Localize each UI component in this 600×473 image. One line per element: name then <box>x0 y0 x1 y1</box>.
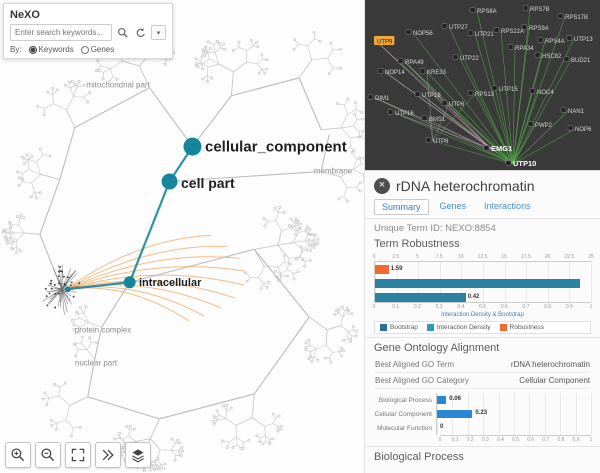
svg-text:NOP14: NOP14 <box>385 70 405 76</box>
search-icon[interactable] <box>115 25 130 40</box>
layers-icon <box>132 449 144 463</box>
robustness-bar-robustness: 1.59 <box>375 265 402 274</box>
term-title: rDNA heterochromatin <box>396 178 535 194</box>
search-mode-genes[interactable]: Genes <box>80 45 114 54</box>
svg-text:UTP9: UTP9 <box>377 40 393 46</box>
search-mode-keywords[interactable]: Keywords <box>28 45 74 54</box>
svg-text:RPA34: RPA34 <box>515 46 534 52</box>
search-mode-row: By: Keywords Genes <box>10 45 166 54</box>
tab-genes[interactable]: Genes <box>439 201 467 211</box>
svg-text:RPS13: RPS13 <box>475 92 495 98</box>
divider <box>365 337 600 338</box>
svg-text:UTP16: UTP16 <box>395 111 414 117</box>
svg-text:RPS9A: RPS9A <box>529 26 549 32</box>
svg-text:DIM1: DIM1 <box>375 96 390 102</box>
svg-text:UTP8: UTP8 <box>433 139 449 145</box>
svg-text:RPS22A: RPS22A <box>501 29 524 35</box>
search-panel: NeXO ▾ By: Keywords Genes <box>3 3 173 59</box>
svg-text:BUD21: BUD21 <box>571 58 591 64</box>
svg-text:UTP22: UTP22 <box>460 56 479 62</box>
tree-toolbar <box>5 442 151 468</box>
svg-text:NOP6: NOP6 <box>575 127 592 133</box>
search-input[interactable] <box>10 24 112 41</box>
tab-interactions[interactable]: Interactions <box>484 201 531 211</box>
svg-text:NOC4: NOC4 <box>537 90 554 96</box>
svg-text:NOP56: NOP56 <box>413 31 433 37</box>
svg-text:UTP10: UTP10 <box>513 159 536 168</box>
tab-summary[interactable]: Summary <box>374 199 429 215</box>
robustness-bar-interaction-density: 0.42 <box>375 293 479 302</box>
divider <box>365 446 600 447</box>
svg-text:UTP15: UTP15 <box>499 87 518 93</box>
svg-text:RPS17B: RPS17B <box>565 15 588 21</box>
bp-section-title: Biological Process <box>374 451 464 463</box>
app-title: NeXO <box>10 9 40 21</box>
fit-to-screen-button[interactable] <box>65 442 91 468</box>
by-label: By: <box>10 45 22 54</box>
bottom-axis-label: Interaction Density & Bootstrap <box>441 312 524 318</box>
svg-text:EMG1: EMG1 <box>491 144 512 153</box>
detail-tabs: Summary Genes Interactions <box>374 199 591 215</box>
ontology-tree-canvas[interactable] <box>0 0 364 472</box>
go-score-bar <box>437 410 473 418</box>
svg-text:UTP13: UTP13 <box>574 37 593 43</box>
svg-text:UTP6: UTP6 <box>449 102 465 108</box>
zoom-out-icon <box>41 448 55 462</box>
zoom-out-button[interactable] <box>35 442 61 468</box>
refresh-icon[interactable] <box>133 25 148 40</box>
svg-text:RPS8A: RPS8A <box>477 9 497 15</box>
svg-text:UTP18: UTP18 <box>422 93 441 99</box>
expand-layout-icon <box>102 449 114 461</box>
svg-text:BMS1: BMS1 <box>429 117 446 123</box>
term-id: Unique Term ID: NEXO:8854 <box>374 223 496 234</box>
svg-text:PWP2: PWP2 <box>535 123 553 129</box>
svg-text:KRE33: KRE33 <box>427 70 447 76</box>
robustness-bar-bootstrap <box>375 279 581 288</box>
fit-to-screen-icon <box>71 448 85 462</box>
go-section-title: Gene Ontology Alignment <box>374 342 500 354</box>
dropdown-caret-icon[interactable]: ▾ <box>151 25 166 40</box>
expand-layout-button[interactable] <box>95 442 121 468</box>
go-score-bar <box>437 396 447 404</box>
svg-text:RPS4A: RPS4A <box>545 39 565 45</box>
close-icon[interactable]: × <box>374 178 390 194</box>
svg-text:HSC82: HSC82 <box>542 54 562 60</box>
svg-text:NAN1: NAN1 <box>568 109 585 115</box>
svg-text:RPA49: RPA49 <box>405 60 424 66</box>
svg-text:UTP21: UTP21 <box>475 32 494 38</box>
layers-button[interactable] <box>125 442 151 468</box>
svg-text:RPS7B: RPS7B <box>530 7 550 13</box>
zoom-in-button[interactable] <box>5 442 31 468</box>
svg-text:UTP27: UTP27 <box>449 25 468 31</box>
divider <box>365 218 600 219</box>
zoom-in-icon <box>11 448 25 462</box>
robustness-section-title: Term Robustness <box>374 238 460 250</box>
